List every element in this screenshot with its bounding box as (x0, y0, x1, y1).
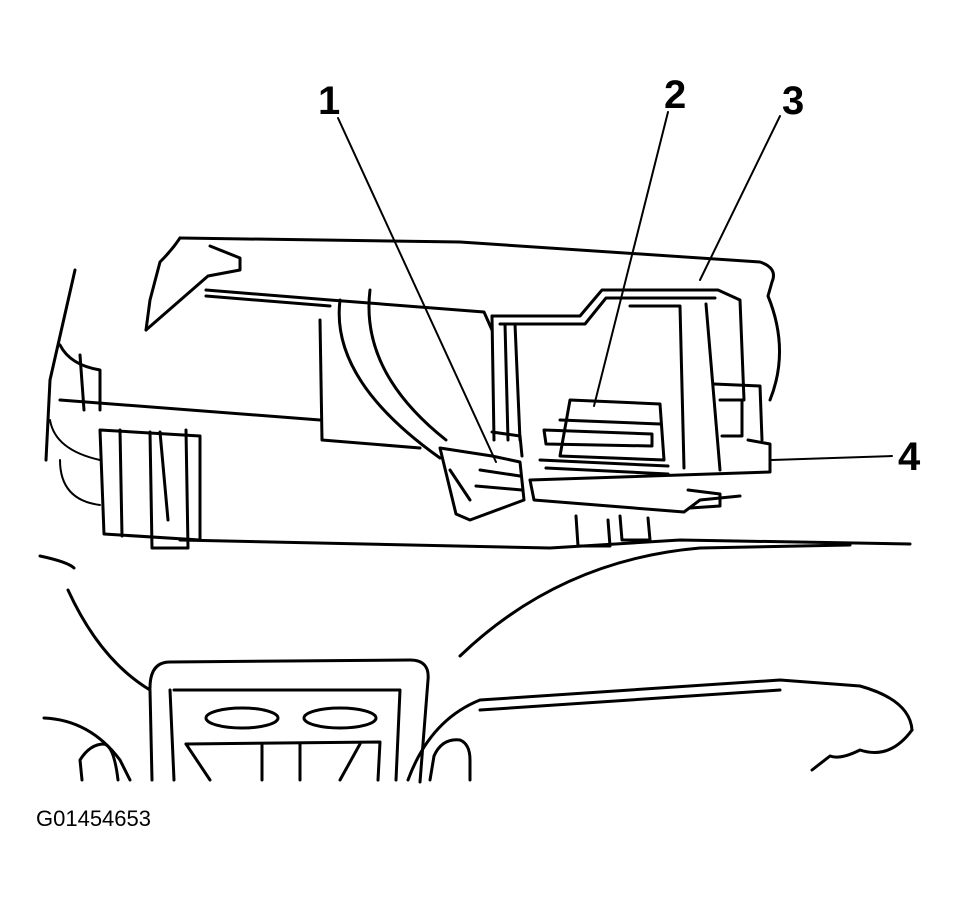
leader-line-2 (593, 111, 669, 407)
callout-2: 2 (664, 73, 686, 117)
callout-4: 4 (898, 435, 921, 479)
module-housing (44, 236, 782, 462)
module-bracket (490, 288, 772, 548)
dashboard-lower (38, 538, 914, 784)
leader-line-1 (337, 117, 497, 463)
harness-connector (438, 430, 526, 522)
callout-1: 1 (318, 79, 340, 123)
leader-line-4 (771, 455, 893, 461)
leader-line-3 (699, 115, 781, 281)
module-component (538, 398, 670, 476)
figure-id-label: G01454653 (36, 806, 151, 831)
leader-lines (337, 111, 893, 463)
left-connector-block (49, 343, 202, 550)
callout-3: 3 (782, 79, 804, 123)
